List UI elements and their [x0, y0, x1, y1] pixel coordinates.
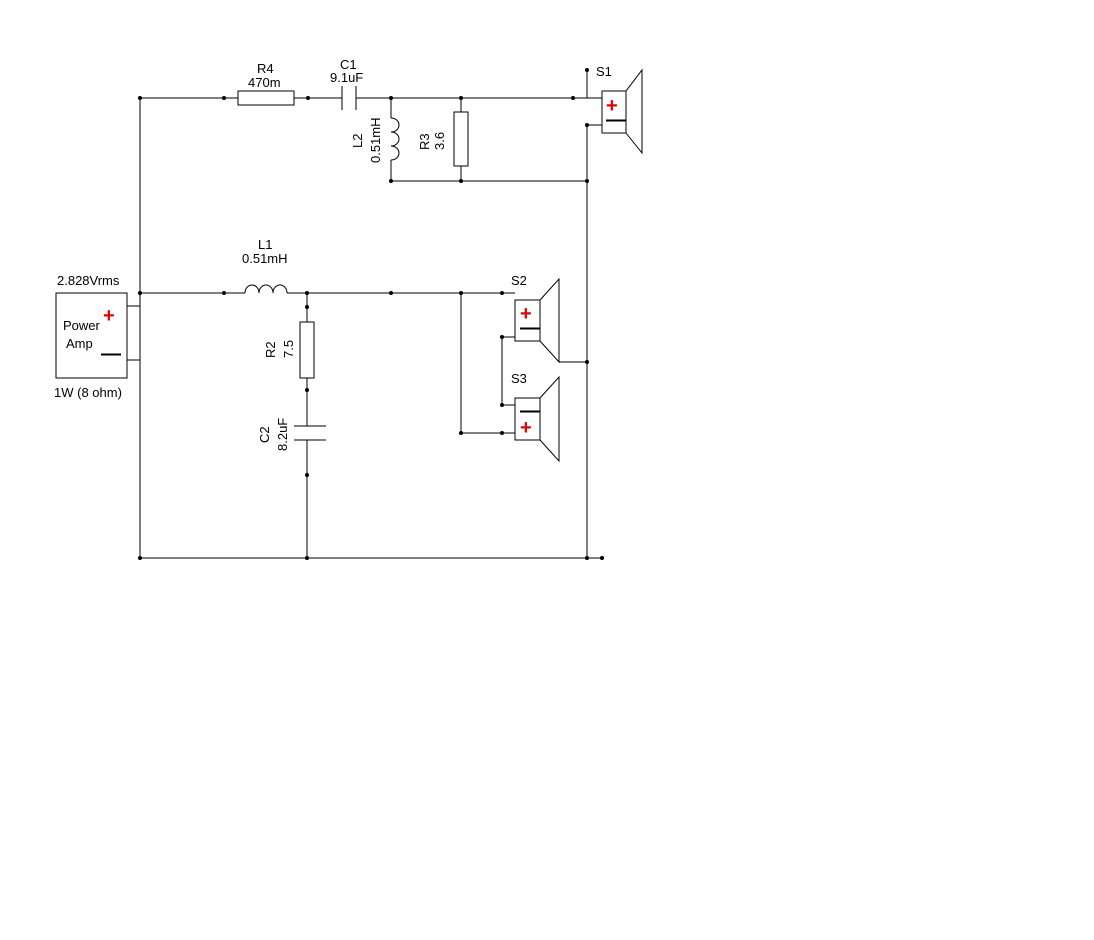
junction-dot [585, 556, 589, 560]
junction-dot [138, 96, 142, 100]
junction-dot [138, 556, 142, 560]
c2-ref-label: C2 [257, 426, 272, 443]
power-amp-box [55, 292, 128, 379]
c1-value-label: 9.1uF [330, 70, 363, 85]
inductor-l2[interactable]: L2 0.51mH [350, 117, 400, 163]
s1-magnet-box [601, 90, 627, 134]
r4-body [237, 90, 295, 106]
s3-cone [539, 375, 560, 463]
l2-ref-label: L2 [350, 134, 365, 148]
wire-s2-s3-parallel [460, 293, 515, 434]
resistor-r2[interactable]: R2 7.5 [263, 321, 315, 379]
s2-plus-sign: + [520, 303, 532, 325]
junction-dot [222, 96, 226, 100]
r3-body [453, 111, 469, 167]
speaker-s2[interactable]: S2 + — [511, 273, 560, 364]
s2-cone [539, 277, 560, 364]
power-amp[interactable]: 2.828Vrms Power Amp + — 1W (8 ohm) [54, 273, 128, 400]
amp-plus-sign: + [103, 305, 115, 327]
l1-ref-label: L1 [258, 237, 272, 252]
junction-dot [389, 96, 393, 100]
inductor-l1[interactable]: L1 0.51mH [242, 237, 288, 294]
junction-dots [138, 68, 604, 560]
c1-ref-label: C1 [340, 57, 357, 72]
junction-dot [305, 291, 309, 295]
wire-l2-r3-bottom [390, 160, 587, 182]
junction-dot [138, 291, 142, 295]
s2-ref-label: S2 [511, 273, 527, 288]
junction-dot [389, 179, 393, 183]
s2-magnet-box [514, 299, 541, 342]
r2-value-label: 7.5 [281, 340, 296, 358]
junction-dot [459, 179, 463, 183]
l2-coil [390, 117, 400, 161]
junction-dot [600, 556, 604, 560]
junction-dot [585, 360, 589, 364]
s3-magnet-box [514, 397, 541, 441]
s1-ref-label: S1 [596, 64, 612, 79]
junction-dot [306, 96, 310, 100]
r3-value-label: 3.6 [432, 132, 447, 150]
s1-cone [625, 68, 643, 155]
r2-body [299, 321, 315, 379]
junction-dot [222, 291, 226, 295]
r4-ref-label: R4 [257, 61, 274, 76]
r4-value-label: 470m [248, 75, 281, 90]
c2-value-label: 8.2uF [275, 418, 290, 451]
s2-minus-sign: — [520, 317, 540, 339]
capacitor-c2[interactable]: C2 8.2uF [257, 418, 326, 451]
l1-coil [244, 284, 288, 294]
s3-minus-sign: — [520, 400, 540, 422]
wire-l2-r3-top [390, 98, 462, 118]
junction-dot [500, 431, 504, 435]
junction-dot [585, 179, 589, 183]
junction-dot [305, 473, 309, 477]
junction-dot [459, 291, 463, 295]
amp-voltage-label: 2.828Vrms [57, 273, 120, 288]
junction-dot [459, 96, 463, 100]
r3-ref-label: R3 [417, 133, 432, 150]
junction-dot [305, 556, 309, 560]
junction-dot [459, 431, 463, 435]
junction-dot [305, 305, 309, 309]
l1-value-label: 0.51mH [242, 251, 288, 266]
junction-dot [500, 403, 504, 407]
junction-dot [305, 388, 309, 392]
resistor-r3[interactable]: R3 3.6 [417, 111, 469, 167]
wire-s2-minus-s3-minus [501, 336, 515, 406]
junction-dot [585, 68, 589, 72]
speaker-s3[interactable]: S3 — + [511, 371, 560, 463]
resistor-r4[interactable]: R4 470m [237, 61, 295, 106]
junction-dot [500, 291, 504, 295]
junction-dot [500, 335, 504, 339]
junction-dot [585, 123, 589, 127]
amp-minus-sign: — [101, 343, 121, 365]
amp-rating-label: 1W (8 ohm) [54, 385, 122, 400]
amp-name-line1: Power [63, 318, 101, 333]
junction-dot [389, 291, 393, 295]
capacitor-c1[interactable]: C1 9.1uF [330, 57, 363, 110]
r2-ref-label: R2 [263, 341, 278, 358]
l2-value-label: 0.51mH [368, 117, 383, 163]
s3-ref-label: S3 [511, 371, 527, 386]
amp-name-line2: Amp [66, 336, 93, 351]
s1-minus-sign: — [606, 109, 626, 131]
speaker-s1[interactable]: S1 + — [596, 64, 643, 155]
junction-dot [571, 96, 575, 100]
s1-plus-sign: + [606, 95, 618, 117]
s3-plus-sign: + [520, 417, 532, 439]
